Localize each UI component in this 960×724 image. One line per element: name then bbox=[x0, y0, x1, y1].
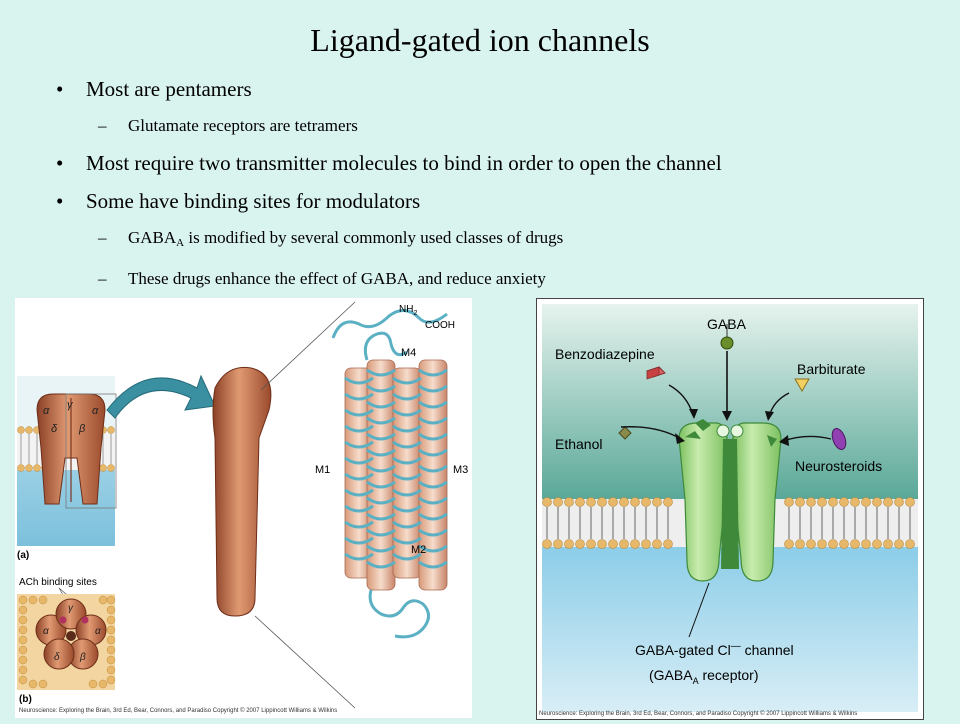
ethanol-molecule: Ethanol bbox=[555, 426, 685, 452]
nachr-illustration: α γ α δ β (a) bbox=[17, 301, 468, 709]
gaba-receptor-illustration: GABA Benzodiazepine Barbiturate Ethanol … bbox=[542, 304, 918, 712]
nachr-figure: α γ α δ β (a) bbox=[15, 298, 472, 718]
zoom-arrow bbox=[106, 374, 216, 419]
nh2-label: NH2 bbox=[399, 304, 417, 317]
callout-line bbox=[688, 582, 710, 638]
gaba-molecule: GABA bbox=[707, 316, 747, 421]
bullet-text: Most are pentamers bbox=[86, 77, 252, 101]
helix-label-m1: M1 bbox=[315, 464, 330, 476]
sub-bullet-text: These drugs enhance the effect of GABA, … bbox=[128, 269, 546, 288]
selection-box bbox=[65, 393, 117, 509]
dash-glyph: – bbox=[98, 228, 107, 247]
bullet-text: Most require two transmitter molecules t… bbox=[86, 151, 722, 175]
subunit-label: β bbox=[79, 652, 86, 663]
zoom-line bbox=[254, 615, 356, 709]
ach-binding-site bbox=[59, 616, 67, 624]
dash-glyph: – bbox=[98, 116, 107, 135]
neurosteroid-molecule: Neurosteroids bbox=[779, 427, 882, 474]
panel-a-label: (a) bbox=[17, 550, 29, 561]
subunit-label: α bbox=[43, 405, 50, 417]
subunit-delta bbox=[43, 638, 75, 670]
gaba-receptor-figure: GABA Benzodiazepine Barbiturate Ethanol … bbox=[536, 298, 924, 720]
subunit-label: α bbox=[95, 626, 101, 637]
intracellular-space bbox=[542, 547, 918, 712]
bullet-item: • Most are pentamers bbox=[56, 70, 936, 108]
channel-pore bbox=[66, 631, 76, 641]
helix-label-m2: M2 bbox=[411, 544, 426, 556]
sub-bullet-item: – These drugs enhance the effect of GABA… bbox=[56, 261, 936, 297]
ach-binding-sites-label: ACh binding sites bbox=[19, 577, 97, 588]
bullet-item: • Some have binding sites for modulators bbox=[56, 182, 936, 220]
single-subunit bbox=[212, 366, 272, 617]
subunit-label: γ bbox=[67, 399, 74, 411]
slide-title: Ligand-gated ion channels bbox=[310, 22, 650, 58]
channel-side-view: α γ α δ β (a) bbox=[17, 376, 117, 561]
barbiturate-label: Barbiturate bbox=[797, 361, 866, 377]
benzodiazepine-label: Benzodiazepine bbox=[555, 346, 655, 362]
extracellular-loop bbox=[331, 309, 448, 361]
channel-label: GABA-gated Cl— channel bbox=[635, 641, 794, 658]
subunit-label: δ bbox=[51, 423, 58, 435]
subunit-label: δ bbox=[54, 652, 60, 663]
ach-binding-site bbox=[81, 616, 89, 624]
panel-b-label: (b) bbox=[19, 694, 32, 705]
bullet-glyph: • bbox=[56, 189, 64, 213]
intracellular-loop bbox=[368, 589, 430, 639]
subunit-label: γ bbox=[68, 603, 74, 614]
figure-credit: Neuroscience: Exploring the Brain, 3rd E… bbox=[539, 711, 858, 717]
sub-bullet-text: Glutamate receptors are tetramers bbox=[128, 116, 358, 135]
sub-bullet-item: – Glutamate receptors are tetramers bbox=[56, 108, 936, 144]
channel-pore bbox=[721, 439, 739, 569]
helix-label-m3: M3 bbox=[453, 464, 468, 476]
helix-label-m4: M4 bbox=[401, 347, 416, 359]
bullet-item: • Most require two transmitter molecules… bbox=[56, 144, 936, 182]
sub-bullet-text: GABAA is modified by several commonly us… bbox=[128, 228, 564, 249]
subunit-label: β bbox=[78, 423, 86, 435]
receptor-label: (GABAA receptor) bbox=[649, 667, 759, 686]
gaba-channel bbox=[678, 419, 782, 582]
dash-glyph: – bbox=[98, 269, 107, 288]
gaba-label: GABA bbox=[707, 316, 747, 332]
bullet-glyph: • bbox=[56, 77, 64, 101]
neurosteroids-label: Neurosteroids bbox=[795, 458, 882, 474]
bullet-list: • Most are pentamers – Glutamate recepto… bbox=[56, 70, 936, 297]
subunit-label: α bbox=[43, 626, 49, 637]
bullet-text: Some have binding sites for modulators bbox=[86, 189, 421, 213]
barbiturate-molecule: Barbiturate bbox=[765, 361, 866, 421]
zoom-line bbox=[260, 301, 356, 391]
subunit-label: α bbox=[92, 405, 99, 417]
bullet-glyph: • bbox=[56, 151, 64, 175]
sub-bullet-item: – GABAA is modified by several commonly … bbox=[56, 220, 936, 261]
transmembrane-helices: M1 M3 M4 M2 NH2 COOH bbox=[315, 304, 468, 639]
channel-top-view: ACh binding sites α γ bbox=[17, 577, 116, 705]
benzodiazepine-molecule: Benzodiazepine bbox=[555, 346, 698, 419]
ethanol-label: Ethanol bbox=[555, 436, 602, 452]
cooh-label: COOH bbox=[425, 320, 455, 331]
figure-credit: Neuroscience: Exploring the Brain, 3rd E… bbox=[19, 708, 338, 714]
